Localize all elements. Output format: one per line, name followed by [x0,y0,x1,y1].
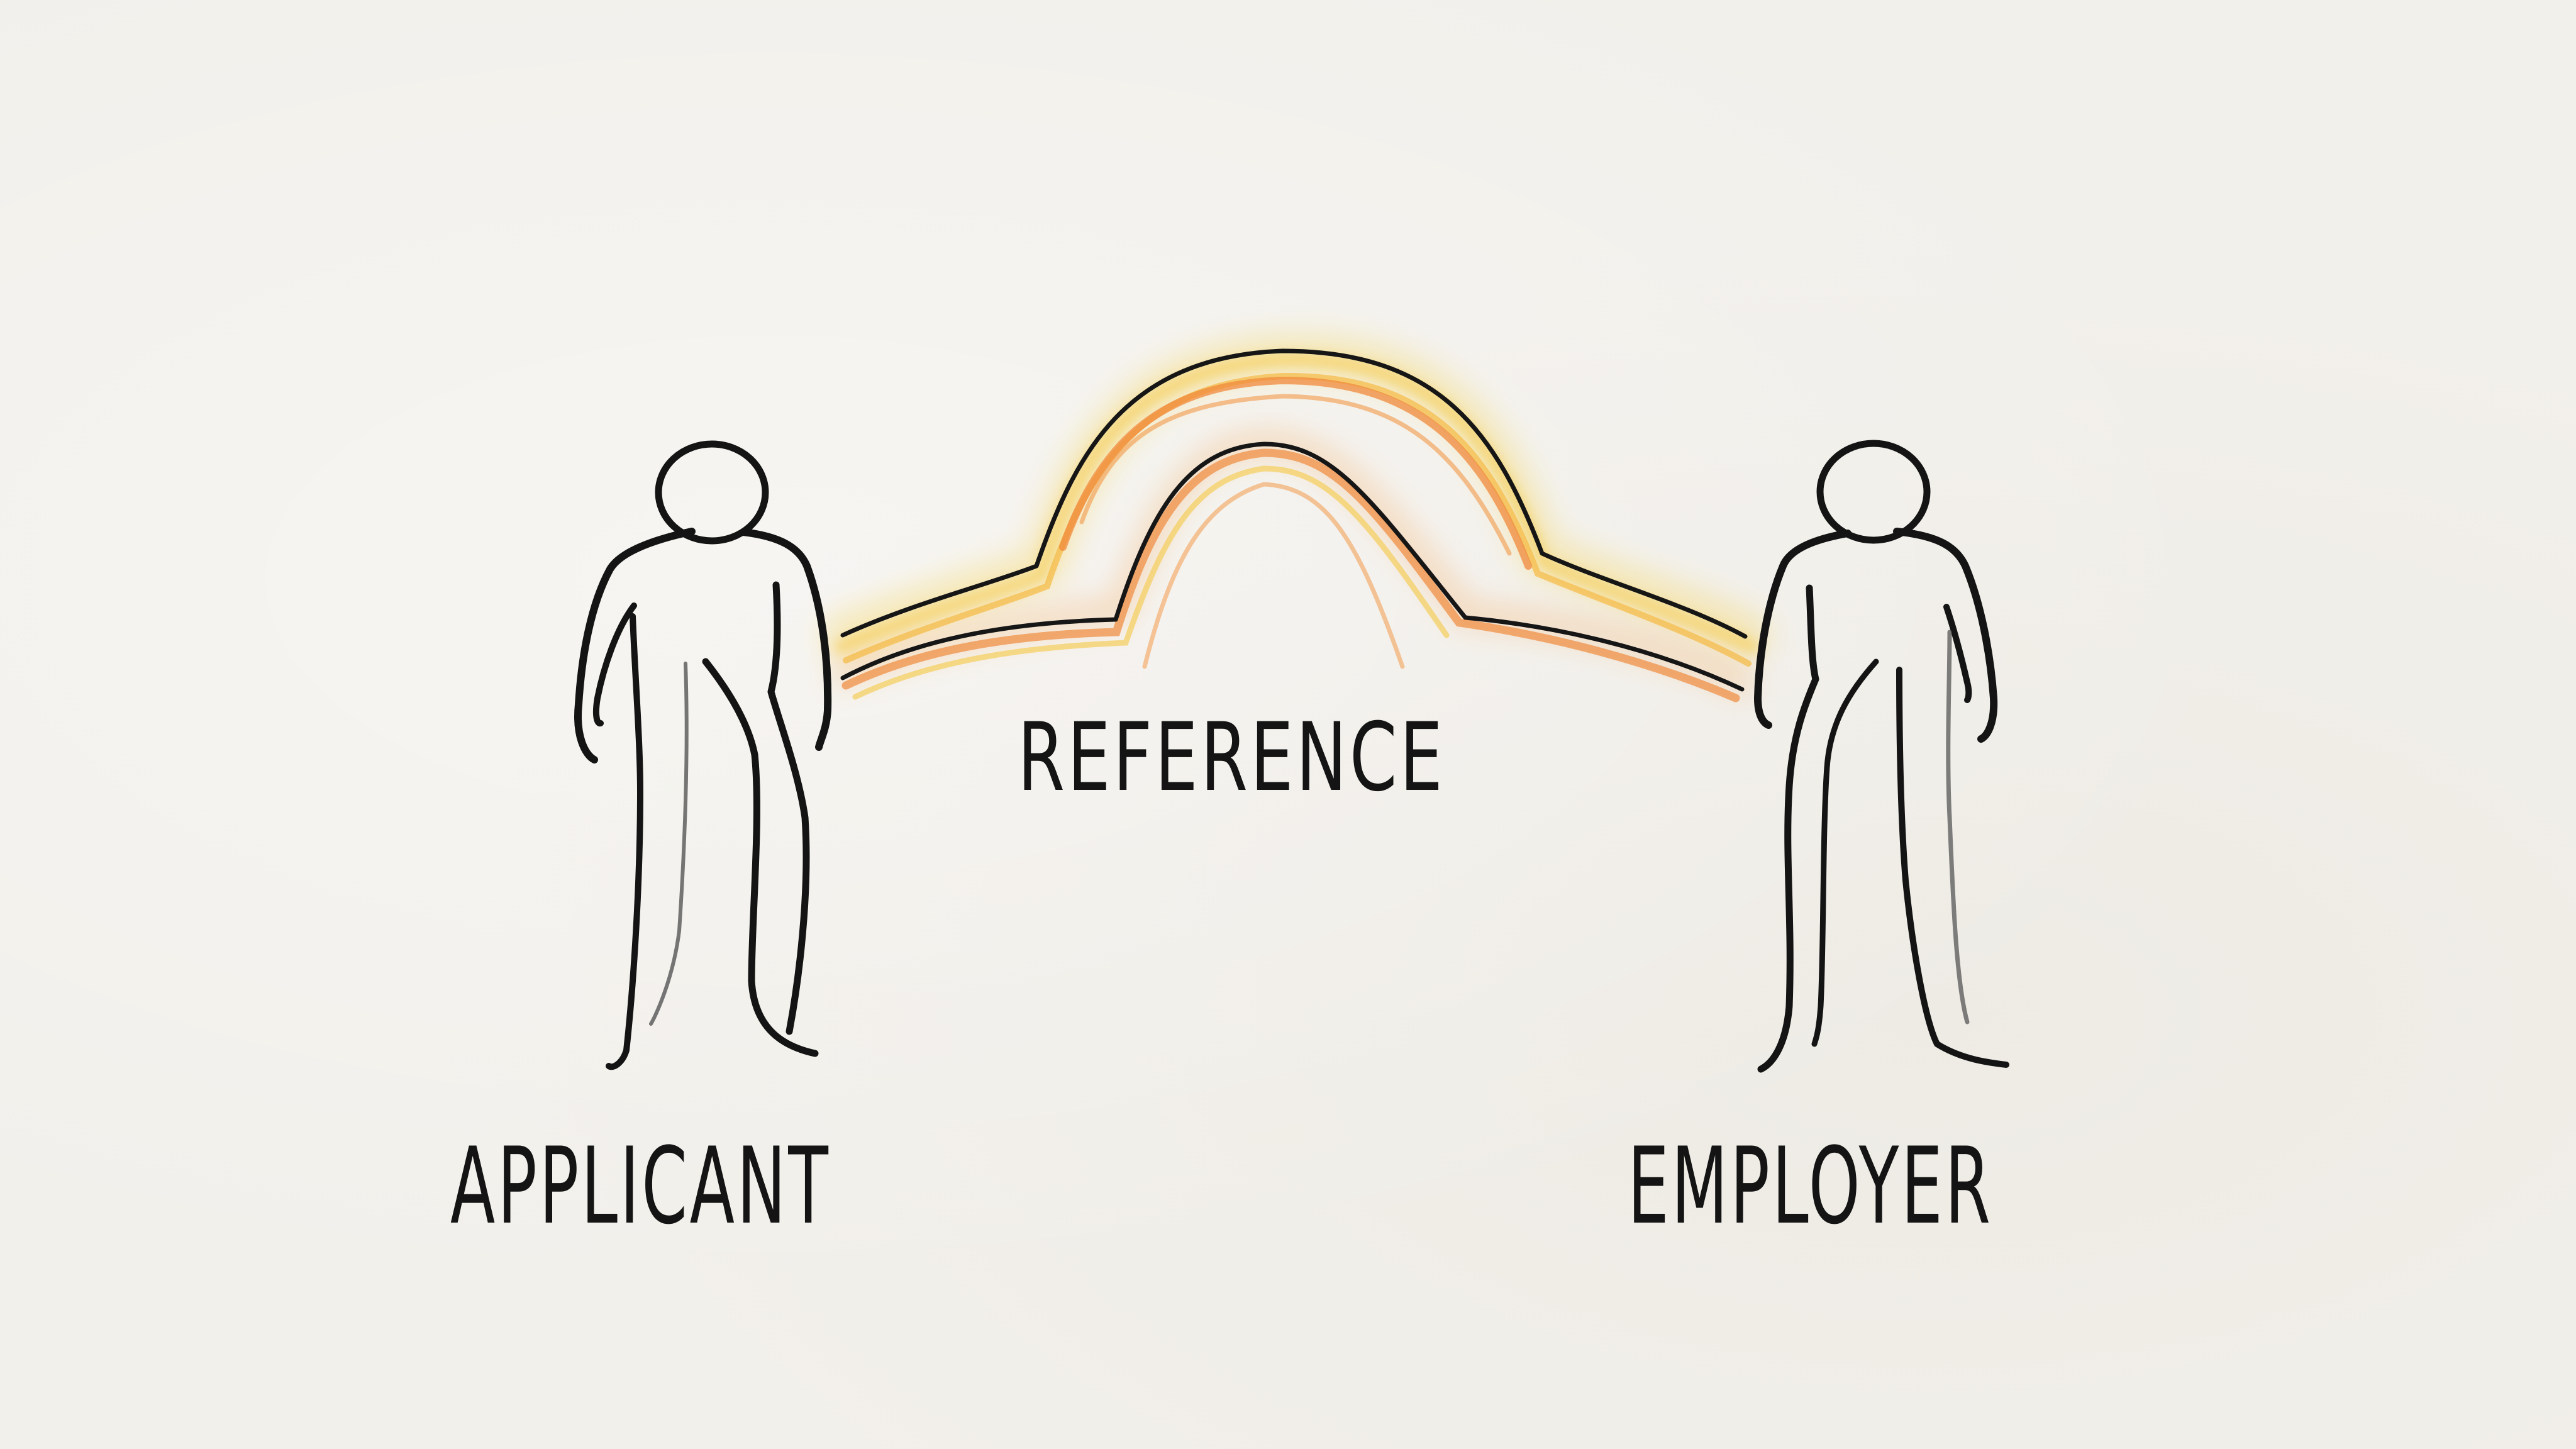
node-label-employer: EMPLOYER [1628,1124,1993,1248]
person-figure-icon [574,440,832,1070]
node-label-applicant: APPLICANT [450,1124,831,1248]
connector-label-reference: REFERENCE [1018,703,1446,813]
employer-head [1816,440,1931,544]
bridge-arch-icon [821,333,1770,702]
applicant-head [655,440,769,545]
person-figure-icon [1754,440,2009,1073]
